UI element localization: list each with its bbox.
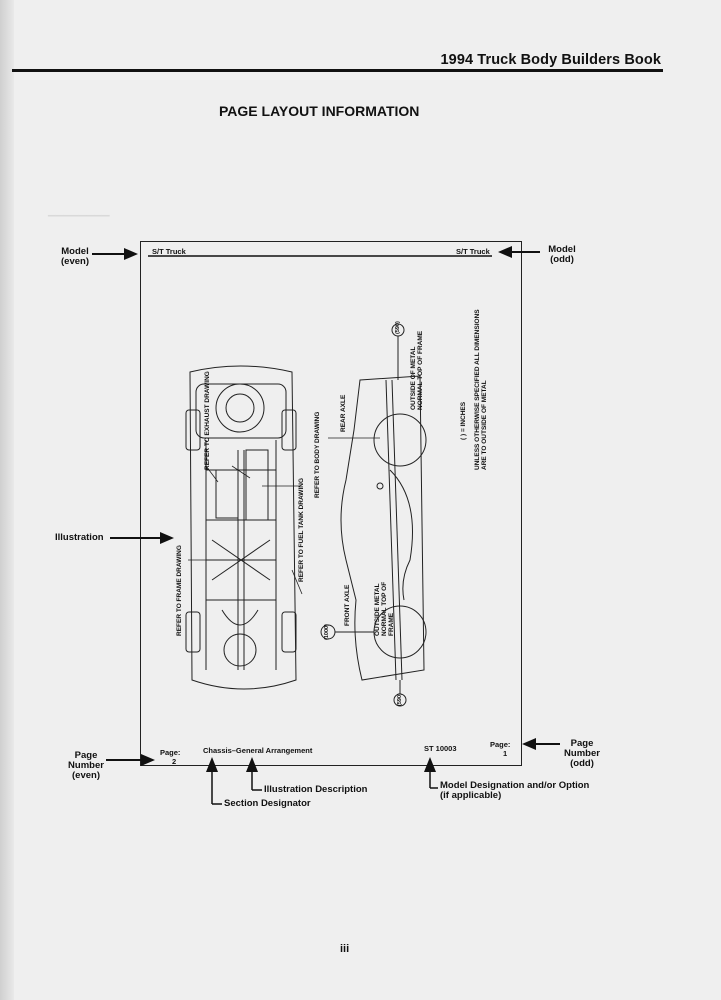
fuel-tank-note: REFER TO FUEL TANK DRAWING: [298, 478, 305, 582]
section-description-text: Chassis–General Arrangement: [203, 746, 313, 755]
header-rule: [12, 69, 663, 72]
inches-note: ( ) = INCHES: [460, 401, 467, 440]
dim-mid: (1000): [324, 624, 330, 640]
callout-page-even: Page Number (even): [68, 750, 104, 781]
callout-section-designator: Section Designator: [224, 798, 311, 809]
dimensions-note: UNLESS OTHERWISE SPECIFIED ALL DIMENSION…: [474, 309, 488, 470]
page-right-number: 1: [503, 749, 508, 758]
callout-model-designation: Model Designation and/or Option (if appl…: [440, 780, 590, 801]
callout-illustration: Illustration: [55, 532, 104, 543]
page-left-label: Page:: [160, 748, 181, 757]
dim-top: (590): [395, 321, 401, 334]
callout-model-odd: Model (odd): [548, 244, 576, 265]
model-left-text: S/T Truck: [152, 247, 186, 256]
callout-model-even: Model (even): [61, 246, 89, 267]
front-axle-label: FRONT AXLE: [344, 584, 351, 626]
exhaust-note: REFER TO EXHAUST DRAWING: [204, 371, 211, 470]
frame-note: REFER TO FRAME DRAWING: [176, 545, 183, 636]
book-title: 1994 Truck Body Builders Book: [440, 52, 661, 68]
sample-page-frame: [140, 241, 522, 766]
rear-axle-label: REAR AXLE: [340, 394, 347, 432]
binding-spine: [0, 0, 14, 1000]
page-title: PAGE LAYOUT INFORMATION: [219, 103, 420, 119]
dim-bottom: (590): [397, 693, 403, 706]
model-right-text: S/T Truck: [456, 247, 490, 256]
page-number: iii: [340, 943, 350, 955]
page-left-number: 2: [172, 757, 177, 766]
outside-metal-front-note: OUTSIDE METAL NORMAL TOP OF FRAME: [374, 581, 395, 636]
page-right-label: Page:: [490, 740, 511, 749]
outside-metal-top-note: OUTSIDE OF METAL NORMAL TOP OF FRAME: [410, 330, 424, 410]
show-through-text: ▁▁▁▁▁▁▁▁: [48, 206, 110, 217]
designation-text: ST 10003: [424, 744, 457, 753]
callout-page-odd: Page Number (odd): [564, 738, 600, 769]
callout-illustration-description: Illustration Description: [264, 784, 368, 795]
body-note: REFER TO BODY DRAWING: [314, 411, 321, 498]
